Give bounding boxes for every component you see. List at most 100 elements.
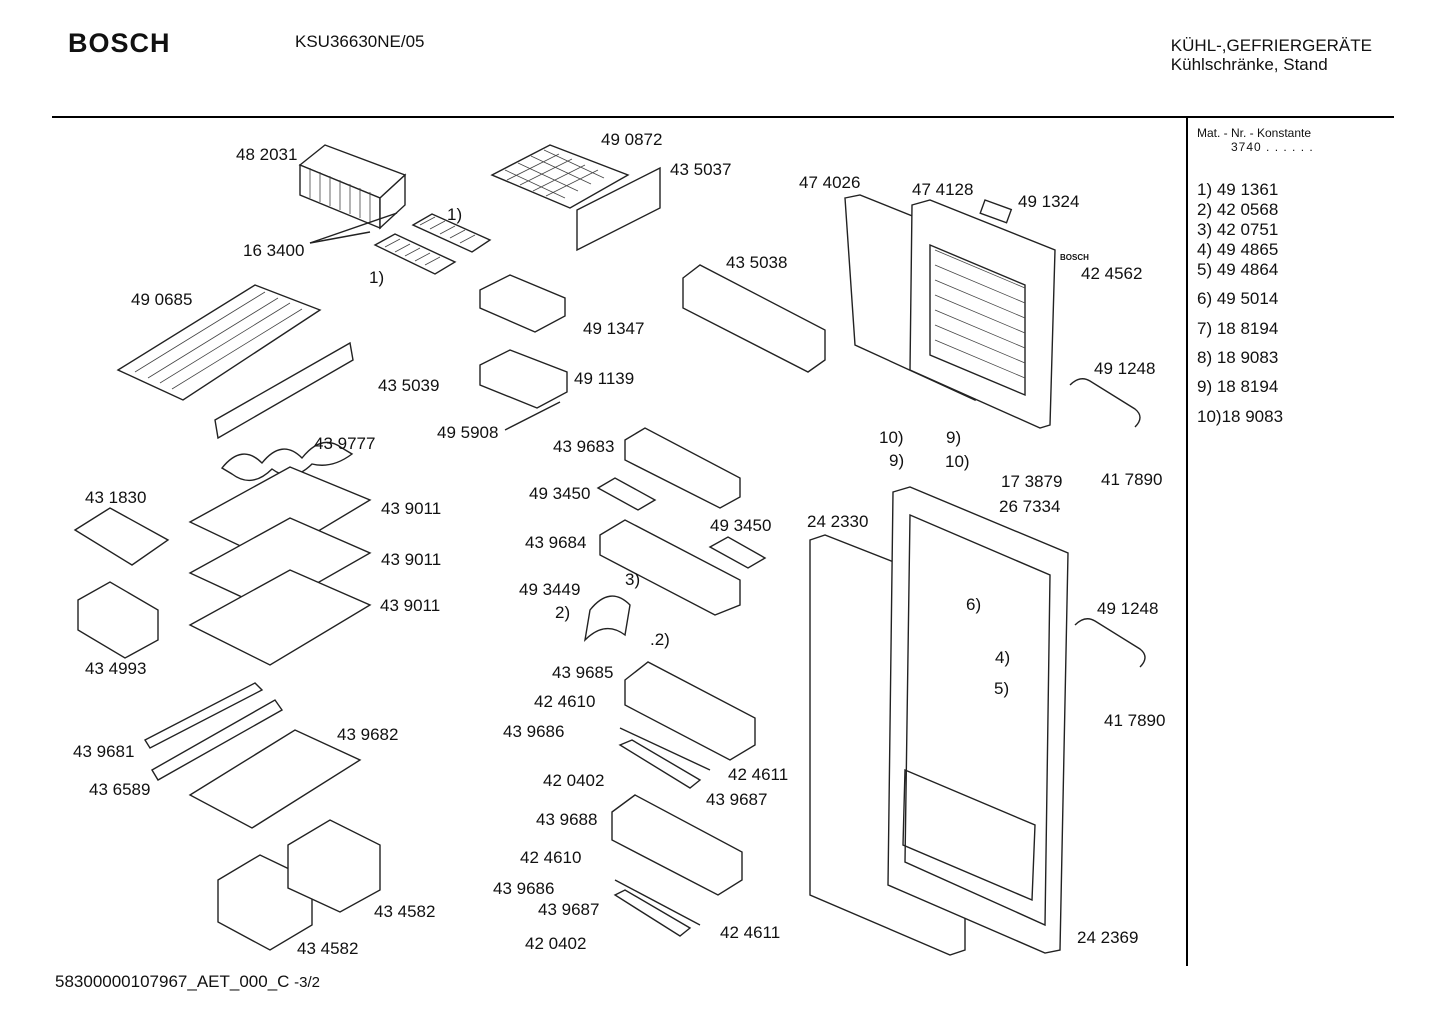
part-label: 9) [946, 428, 961, 447]
handle-upper-drawing [1069, 378, 1141, 428]
cover-plate-drawing [188, 729, 362, 829]
part-label: 24 2330 [807, 512, 868, 531]
sidebar-divider [1186, 118, 1188, 966]
part-label: 47 4128 [912, 180, 973, 199]
part-label: 43 5037 [670, 160, 731, 179]
door-shelf-middle-drawing [599, 519, 741, 616]
part-label: 43 9687 [538, 900, 599, 919]
part-number-labels: 48 2031 49 0872 43 5037 47 4026 47 4128 … [73, 130, 1165, 958]
trim-strip-drawing [618, 739, 702, 789]
part-label: 43 1830 [85, 488, 146, 507]
rod-drawing [614, 879, 701, 926]
part-label: 43 9683 [553, 437, 614, 456]
cover-strip-drawing [214, 341, 354, 440]
door-shelf-upper-drawing [624, 427, 741, 509]
part-label: 43 9011 [381, 550, 441, 569]
part-label: 43 9682 [337, 725, 398, 744]
part-label: 10) [879, 428, 904, 447]
footnote-item: 10)18 9083 [1197, 407, 1284, 426]
part-label: 43 9011 [381, 499, 441, 518]
bar-43-9681-drawing [144, 682, 264, 749]
bar-43-6589-drawing [151, 699, 284, 781]
vegetable-bin-right-drawing [287, 819, 381, 913]
part-label: 49 3450 [529, 484, 590, 503]
part-label: 9) [889, 451, 904, 470]
part-label: 49 1347 [583, 319, 644, 338]
part-label: 42 0402 [543, 771, 604, 790]
part-label: 43 5038 [726, 253, 787, 272]
document-footer: 58300000107967_AET_000_C -3/2 [55, 972, 320, 992]
part-label: 43 9685 [552, 663, 613, 682]
part-label: 43 9688 [536, 810, 597, 829]
small-shelf-drawing [73, 507, 170, 566]
part-label: 42 0402 [525, 934, 586, 953]
part-label: 49 5908 [437, 423, 498, 442]
part-label: 43 4582 [374, 902, 435, 921]
part-label: 16 3400 [243, 241, 304, 260]
part-label: 49 1248 [1097, 599, 1158, 618]
door-logo: BOSCH [1060, 253, 1089, 262]
footnote-item: 6) 49 5014 [1197, 289, 1279, 308]
handle-lower-drawing [1074, 618, 1146, 668]
part-label: 17 3879 [1001, 472, 1062, 491]
model-number: KSU36630NE/05 [295, 32, 425, 51]
door-bottle-shelf-drawing [682, 264, 826, 373]
footnote-item: 4) 49 4865 [1197, 240, 1279, 259]
part-label: 49 3450 [710, 516, 771, 535]
part-label: 49 3449 [519, 580, 580, 599]
part-label: 43 5039 [378, 376, 439, 395]
part-label: 2) [555, 603, 570, 622]
glass-shelves-drawing [188, 466, 372, 666]
part-label: 49 1248 [1094, 359, 1155, 378]
wire-shelf-drawing [116, 284, 322, 401]
part-label: .2) [650, 630, 670, 649]
constant-value: 3740 . . . . . . [1231, 140, 1314, 154]
footnote-item: 3) 42 0751 [1197, 220, 1279, 239]
tray-holder-drawing [479, 274, 566, 333]
parts-sidebar: Mat. - Nr. - Konstante 3740 . . . . . . … [1197, 126, 1314, 426]
freezer-door-drawing [909, 199, 1056, 429]
part-label: 47 4026 [799, 173, 860, 192]
footnote-item: 7) 18 8194 [1197, 319, 1279, 338]
part-label: 43 9684 [525, 533, 586, 552]
door-balcony-lower-drawing [611, 794, 743, 896]
vent-grille-drawing [490, 144, 661, 252]
trim-strip-drawing [613, 889, 692, 937]
part-label: 49 0872 [601, 130, 662, 149]
footnote-item: 5) 49 4864 [1197, 260, 1279, 279]
part-label: 43 9686 [493, 879, 554, 898]
footnote-item: 9) 18 8194 [1197, 377, 1279, 396]
part-label: 42 4610 [534, 692, 595, 711]
part-label: 42 4611 [720, 923, 780, 942]
document-code: 58300000107967_AET_000_C [55, 972, 290, 991]
part-label: 43 9777 [314, 434, 375, 453]
small-drawer-drawing [479, 349, 568, 409]
part-label: 43 9681 [73, 742, 134, 761]
part-label: 48 2031 [236, 145, 297, 164]
brand-logo: BOSCH [68, 28, 171, 58]
category-line-1: KÜHL-,GEFRIERGERÄTE [1170, 36, 1372, 55]
egg-tray-drawing [596, 477, 657, 511]
part-label: 10) [945, 452, 970, 471]
part-label: 42 4562 [1081, 264, 1142, 283]
part-label: 43 4993 [85, 659, 146, 678]
part-label: 43 4582 [297, 939, 358, 958]
fridge-gasket-drawing [809, 534, 966, 956]
part-label: 1) [369, 268, 384, 287]
part-label: 24 2369 [1077, 928, 1138, 947]
bottle-rack-drawing [220, 441, 354, 482]
wire-clip-drawing [504, 401, 561, 431]
part-label: 49 1324 [1018, 192, 1079, 211]
ice-tray-drawing [309, 212, 492, 275]
part-label: 43 6589 [89, 780, 150, 799]
footnote-item: 8) 18 9083 [1197, 348, 1279, 367]
egg-tray-drawing [708, 536, 767, 569]
part-label: 5) [994, 679, 1009, 698]
part-label: 41 7890 [1101, 470, 1162, 489]
part-drawings [73, 144, 1146, 956]
part-label: 43 9687 [706, 790, 767, 809]
part-label: 43 9011 [380, 596, 440, 615]
part-label: 6) [966, 595, 981, 614]
crisper-box-drawing [77, 581, 159, 659]
